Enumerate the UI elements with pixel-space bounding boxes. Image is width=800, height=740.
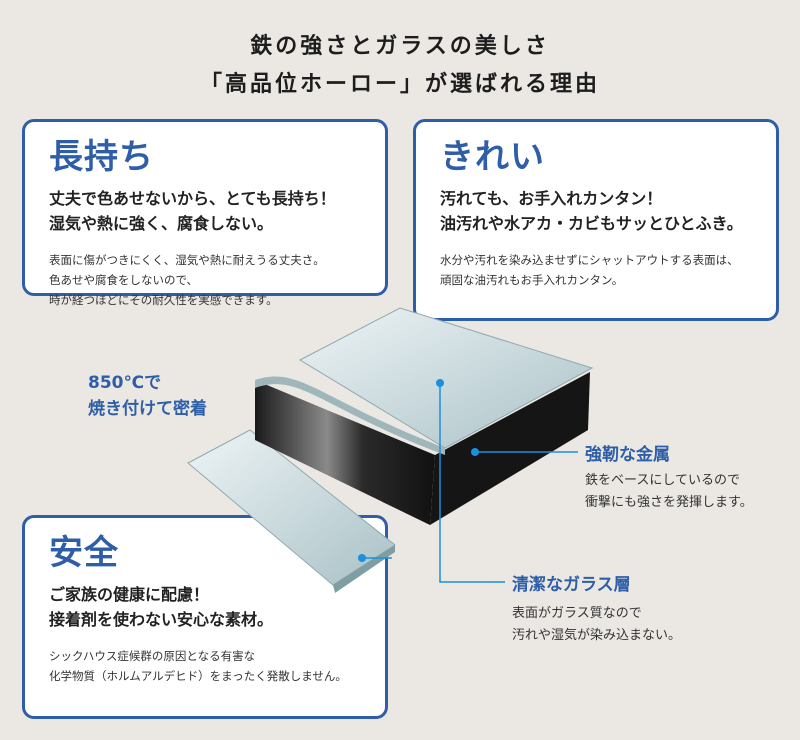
body-line: 表面に傷がつきにくく、湿気や熱に耐えうる丈夫さ。 bbox=[49, 253, 325, 267]
lead-line: ご家族の健康に配慮！ bbox=[49, 585, 210, 604]
top-glass-edge bbox=[255, 376, 445, 455]
text-line: 汚れや湿気が染み込まない。 bbox=[512, 628, 682, 643]
metal-callout-text: 鉄をベースにしているので 衝撃にも強さを発揮します。 bbox=[585, 470, 753, 514]
bake-line: 焼き付けて密着 bbox=[88, 399, 207, 419]
lead-line: 汚れても、お手入れカンタン！ bbox=[440, 189, 663, 208]
glass-callout-title: 清潔なガラス層 bbox=[512, 575, 631, 595]
bake-line: 850℃で bbox=[88, 373, 162, 393]
bake-callout: 850℃で 焼き付けて密着 bbox=[88, 370, 207, 422]
text-line: 衝撃にも強さを発揮します。 bbox=[585, 495, 753, 510]
lead-line: 丈夫で色あせないから、とても長持ち！ bbox=[49, 189, 336, 208]
metal-front bbox=[255, 380, 435, 525]
card-title: きれい bbox=[440, 137, 545, 177]
metal-side bbox=[430, 372, 590, 525]
card-title: 長持ち bbox=[49, 137, 154, 177]
body-line: 時が経つほどにその耐久性を実感できます。 bbox=[49, 293, 278, 307]
card-clean: きれい 汚れても、お手入れカンタン！ 油汚れや水アカ・カビもサッとひとふき。 水分… bbox=[413, 119, 779, 321]
body-line: 色あせや腐食をしないので、 bbox=[49, 273, 199, 287]
card-durable: 長持ち 丈夫で色あせないから、とても長持ち！ 湿気や熱に強く、腐食しない。 表面に… bbox=[22, 119, 388, 307]
body-line: 化学物質（ホルムアルデヒド）をまったく発散しません。 bbox=[49, 669, 347, 683]
headline-line-1: 鉄の強さとガラスの美しさ bbox=[250, 34, 550, 59]
text-line: 表面がガラス質なので bbox=[512, 606, 642, 621]
text-line: 鉄をベースにしているので bbox=[585, 473, 740, 488]
metal-dot bbox=[471, 448, 479, 456]
glass-leader-line bbox=[439, 383, 505, 583]
lead-line: 接着剤を使わない安心な素材。 bbox=[49, 610, 274, 629]
lead-line: 湿気や熱に強く、腐食しない。 bbox=[49, 214, 274, 233]
card-title: 安全 bbox=[49, 533, 119, 573]
safe-dot bbox=[358, 554, 366, 562]
lead-line: 油汚れや水アカ・カビもサッとひとふき。 bbox=[440, 214, 743, 233]
top-glass-layer bbox=[298, 307, 594, 449]
body-line: シックハウス症候群の原因となる有害な bbox=[49, 649, 256, 663]
body-line: 頑固な油汚れもお手入れカンタン。 bbox=[440, 273, 624, 287]
bottom-glass-edge bbox=[333, 545, 395, 593]
glass-callout-text: 表面がガラス質なので 汚れや湿気が染み込まない。 bbox=[512, 603, 681, 647]
body-line: 水分や汚れを染み込ませずにシャットアウトする表面は、 bbox=[440, 253, 739, 267]
headline-line-2: 「高品位ホーロー」が選ばれる理由 bbox=[199, 72, 600, 97]
metal-callout-title: 強靭な金属 bbox=[585, 445, 670, 465]
glass-dot bbox=[436, 379, 444, 387]
